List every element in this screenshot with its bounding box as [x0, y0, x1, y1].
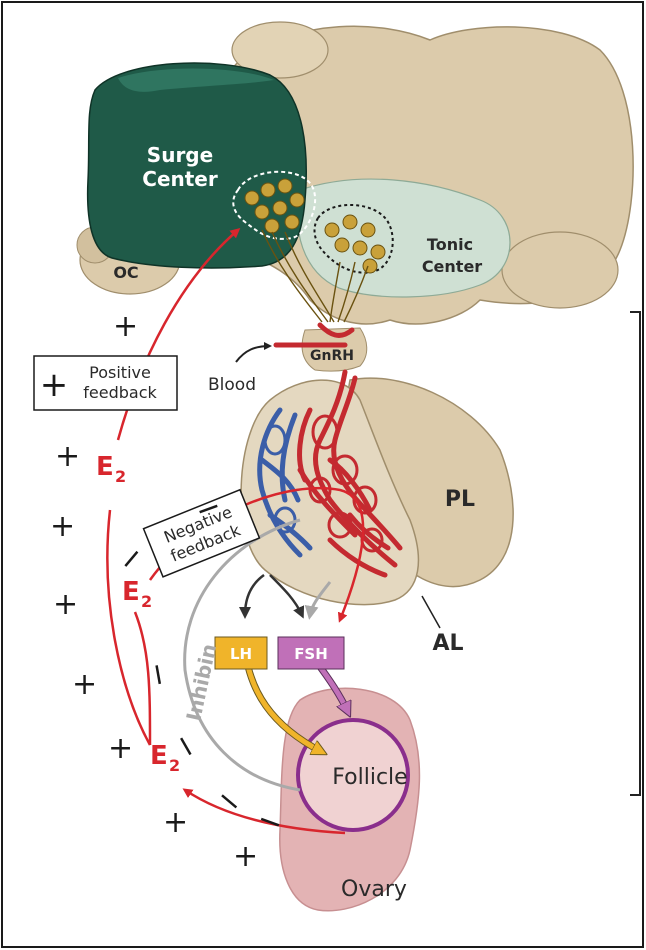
pl-label: PL — [445, 487, 475, 512]
ovary-label: Ovary — [341, 877, 407, 902]
plus-sign: + — [50, 509, 75, 544]
svg-text:E: E — [96, 452, 114, 482]
lh-box: LH — [215, 637, 267, 669]
plus-sign: + — [53, 587, 78, 622]
plus-sign: + — [108, 731, 133, 766]
svg-text:E: E — [122, 577, 140, 607]
blood-label: Blood — [208, 375, 256, 395]
fsh-box: FSH — [278, 637, 344, 669]
positive-feedback-sign: + — [40, 365, 69, 405]
plus-sign: + — [163, 805, 188, 840]
lh-label: LH — [230, 645, 252, 663]
svg-text:2: 2 — [115, 467, 126, 486]
surge-center-label-2: Center — [142, 167, 218, 191]
fsh-label: FSH — [294, 645, 328, 663]
gnrh-label: GnRH — [310, 348, 354, 364]
positive-feedback-box: + Positive feedback — [34, 356, 177, 410]
plus-sign: + — [72, 667, 97, 702]
svg-text:2: 2 — [141, 592, 152, 611]
follicle-label: Follicle — [332, 765, 407, 790]
positive-feedback-line2: feedback — [83, 383, 157, 402]
al-label: AL — [432, 631, 463, 656]
tonic-center-label-2: Center — [422, 257, 482, 276]
positive-feedback-line1: Positive — [89, 363, 151, 382]
plus-sign: + — [113, 309, 138, 344]
plus-sign: + — [55, 439, 80, 474]
oc-label: OC — [113, 263, 138, 282]
surge-center-label-1: Surge — [147, 143, 213, 167]
tonic-center-label-1: Tonic — [427, 235, 473, 254]
plus-sign: + — [233, 839, 258, 874]
svg-text:E: E — [150, 741, 168, 771]
